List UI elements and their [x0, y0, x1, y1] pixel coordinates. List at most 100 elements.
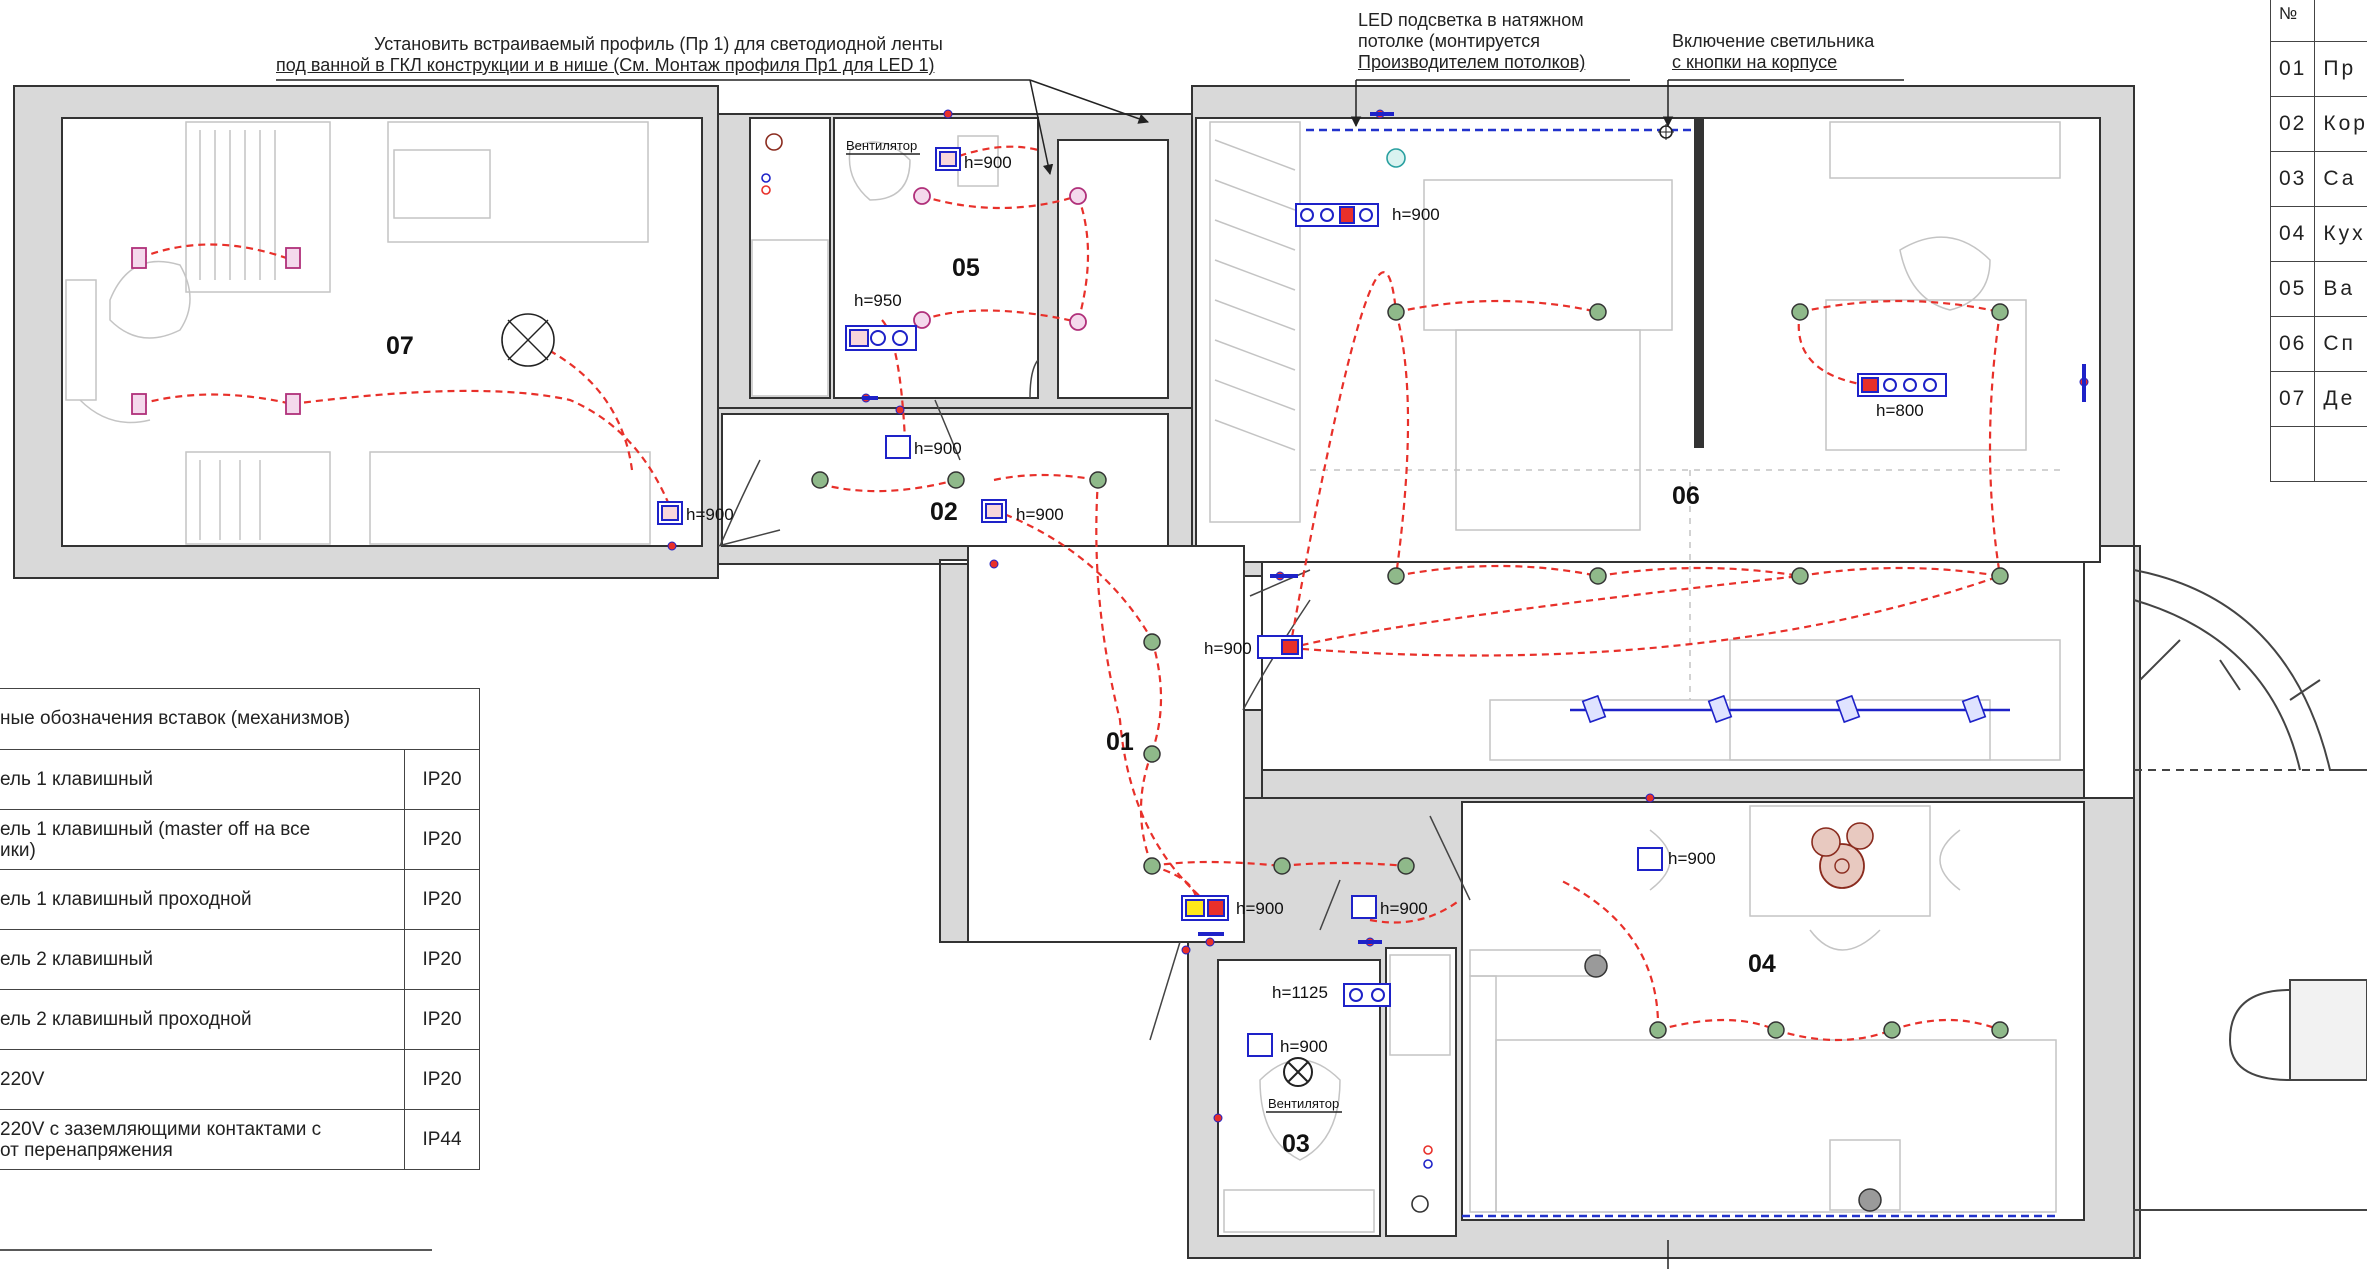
pendant-lights: [501, 124, 1882, 1212]
wardrobe-led-profile: [1694, 118, 1704, 448]
switch-03: [1247, 1033, 1273, 1057]
room-labels: 07 05 02 06 01 04 03: [386, 254, 1776, 1158]
legend-row: ель 1 клавишный IP20: [0, 749, 480, 810]
fan-label: Вентилятор: [1268, 1096, 1339, 1111]
profile-note-line2: под ванной в ГКЛ конструкции и в нише (С…: [276, 55, 935, 75]
button-note-line2: с кнопки на корпусе: [1672, 52, 1838, 72]
ceiling-light: [1589, 567, 1607, 585]
legend-row: ель 2 клавишный проходной IP20: [0, 989, 480, 1050]
vent-light-icon: [913, 311, 931, 329]
button-note: Включение светильника с кнопки на корпус…: [1672, 31, 1874, 73]
room-table-header-num: №: [2269, 0, 2316, 42]
room-number: 02: [930, 498, 958, 526]
ceiling-light: [1273, 857, 1291, 875]
ceiling-light: [1089, 471, 1107, 489]
profile-note-line1: Установить встраиваемый профиль (Пр 1) д…: [374, 34, 943, 54]
ceiling-light: [1143, 745, 1161, 763]
height-label: h=900: [914, 439, 962, 458]
ceiling-light: [1387, 303, 1405, 321]
height-label: h=900: [686, 505, 734, 524]
height-label: h=900: [1280, 1037, 1328, 1056]
room-table-row-empty: [2269, 426, 2367, 482]
room-number: 07: [386, 332, 414, 360]
ceiling-light: [1143, 633, 1161, 651]
led-note-line2: потолке (монтируется: [1358, 31, 1541, 51]
ceiling-light: [1387, 567, 1405, 585]
led-note-line1: LED подсветка в натяжном: [1358, 10, 1584, 30]
height-label: h=1125: [1272, 983, 1328, 1002]
ceiling-light: [1397, 857, 1415, 875]
ceiling-light: [811, 471, 829, 489]
bay-window: [2133, 569, 2367, 1258]
switch-06-block: [1295, 203, 1379, 227]
led-strips: [1306, 128, 2060, 1218]
button-note-line1: Включение светильника: [1672, 31, 1875, 51]
vent-light-icon: [913, 187, 931, 205]
switch-02a: [885, 435, 911, 459]
height-label: h=950: [854, 291, 902, 310]
legend-title-row: ные обозначения вставок (механизмов): [0, 688, 480, 750]
room-number: 05: [952, 254, 980, 282]
ceiling-light: [1143, 857, 1161, 875]
height-label: h=900: [1016, 505, 1064, 524]
ceiling-light: [1767, 1021, 1785, 1039]
profile-note: Установить встраиваемый профиль (Пр 1) д…: [276, 34, 943, 76]
room-table-header: №: [2269, 0, 2367, 42]
wall-light-icon: [285, 247, 301, 269]
ceiling-light: [1791, 567, 1809, 585]
legend-row: 220V с заземляющими контактами с от пере…: [0, 1109, 480, 1170]
wall-light-icon: [131, 247, 147, 269]
height-labels: h=900 h=900 h=950 h=900 h=900 h=900 h=80…: [686, 153, 1924, 1056]
wall-lights: [131, 187, 1087, 415]
room-number: 01: [1106, 728, 1134, 756]
switch-01b: [1351, 895, 1377, 919]
track-spots: [1581, 694, 1987, 724]
room-number: 06: [1672, 482, 1700, 510]
switch-04: [1637, 847, 1663, 871]
wall-light-icon: [131, 393, 147, 415]
legend-row: 220V IP20: [0, 1049, 480, 1110]
ceiling-light: [1991, 567, 2009, 585]
height-label: h=900: [1392, 205, 1440, 224]
ceiling-light: [1883, 1021, 1901, 1039]
ceiling-light: [1991, 303, 2009, 321]
legend-row: ель 1 клавишный проходной IP20: [0, 869, 480, 930]
height-label: h=900: [1236, 899, 1284, 918]
wiring: [139, 145, 2002, 1042]
reading-light-icon: [1386, 148, 1406, 168]
legend-title: ные обозначения вставок (механизмов): [0, 688, 480, 750]
legend-row: ель 2 клавишный IP20: [0, 929, 480, 990]
room-number: 03: [1282, 1130, 1310, 1158]
ceiling-light: [1791, 303, 1809, 321]
room-interiors: [61, 117, 2101, 1237]
fan-label: Вентилятор: [846, 138, 917, 153]
wall-end-marks: [862, 112, 2086, 944]
ceiling-light: [1589, 303, 1607, 321]
vent-light-icon: [1069, 187, 1087, 205]
switch-06b-block: [1857, 373, 1947, 397]
legend-row: ель 1 клавишный (master off на все ики) …: [0, 809, 480, 870]
ceiling-light: [947, 471, 965, 489]
door-swings: [717, 359, 1471, 1041]
height-label: h=800: [1876, 401, 1924, 420]
furniture: [65, 121, 2061, 1233]
legend-table: ные обозначения вставок (механизмов) ель…: [0, 688, 480, 1170]
height-label: h=900: [964, 153, 1012, 172]
ceiling-lights: [811, 303, 2009, 1039]
ceiling-light: [1649, 1021, 1667, 1039]
sockets-wet: [761, 133, 1433, 1213]
switch-boxes: [657, 147, 1947, 1057]
vent-light-icon: [1069, 313, 1087, 331]
wall-light-icon: [285, 393, 301, 415]
room-number: 04: [1748, 950, 1776, 978]
height-label: h=900: [1668, 849, 1716, 868]
